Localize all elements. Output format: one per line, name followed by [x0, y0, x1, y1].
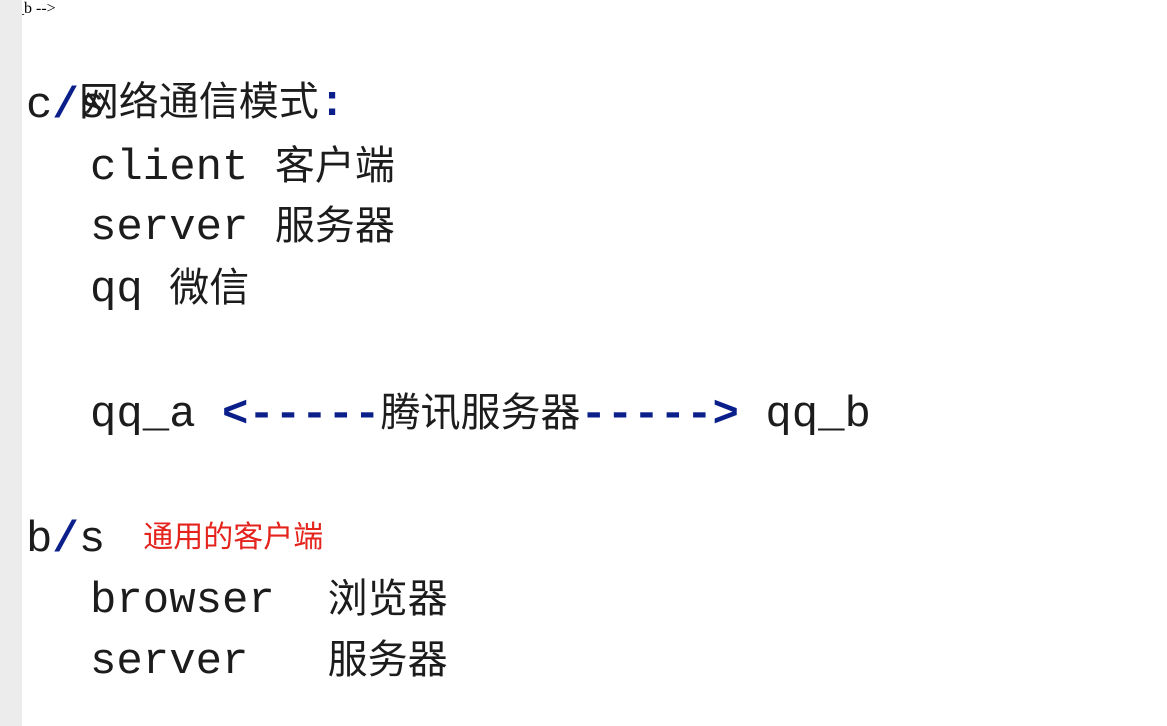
cs-prefix: c	[26, 81, 53, 131]
bs-row-browser: browser 浏览器	[90, 569, 448, 631]
bs-label: b/s 通用的客户端	[26, 508, 323, 570]
bs-row-code: browser	[90, 576, 275, 626]
bs-prefix: b	[26, 515, 53, 565]
cs-row-code: server	[90, 203, 249, 253]
cs-row-meaning: 微信	[169, 265, 250, 311]
cs-row-code: client	[90, 143, 249, 193]
bs-suffix: s	[78, 515, 106, 565]
bs-row-server: server 服务器	[90, 630, 448, 692]
cs-row-meaning: 客户端	[274, 143, 395, 189]
cs-row-client: client 客户端	[90, 136, 395, 198]
bs-note: 通用的客户端	[143, 520, 324, 555]
cs-row-code: qq	[90, 265, 143, 315]
cs-suffix: s	[78, 81, 106, 131]
cs-label: c/s	[26, 76, 105, 136]
bs-row-meaning: 浏览器	[327, 576, 448, 622]
diagram-left: qq_a	[90, 390, 196, 440]
bs-slash: /	[52, 515, 79, 565]
left-margin-bar	[0, 0, 22, 726]
diagram-left-arrow: <-----	[222, 390, 381, 440]
cs-row-server: server 服务器	[90, 196, 395, 258]
cs-row-qq: qq 微信	[90, 258, 249, 320]
bs-row-code: server	[90, 637, 249, 687]
cs-diagram: qq_a <-----腾讯服务器-----> qq_b	[90, 383, 871, 445]
diagram-right: qq_b	[765, 390, 871, 440]
heading-colon: :	[318, 79, 346, 129]
cs-row-meaning: 服务器	[274, 203, 395, 249]
cs-slash: /	[52, 81, 79, 131]
heading-line: 网络通信模式:	[26, 12, 345, 134]
heading-title: 网络通信模式	[78, 79, 319, 125]
bs-row-meaning: 服务器	[327, 637, 448, 683]
diagram-middle: 腾讯服务器	[380, 390, 581, 436]
diagram-right-arrow: ----->	[580, 390, 739, 440]
